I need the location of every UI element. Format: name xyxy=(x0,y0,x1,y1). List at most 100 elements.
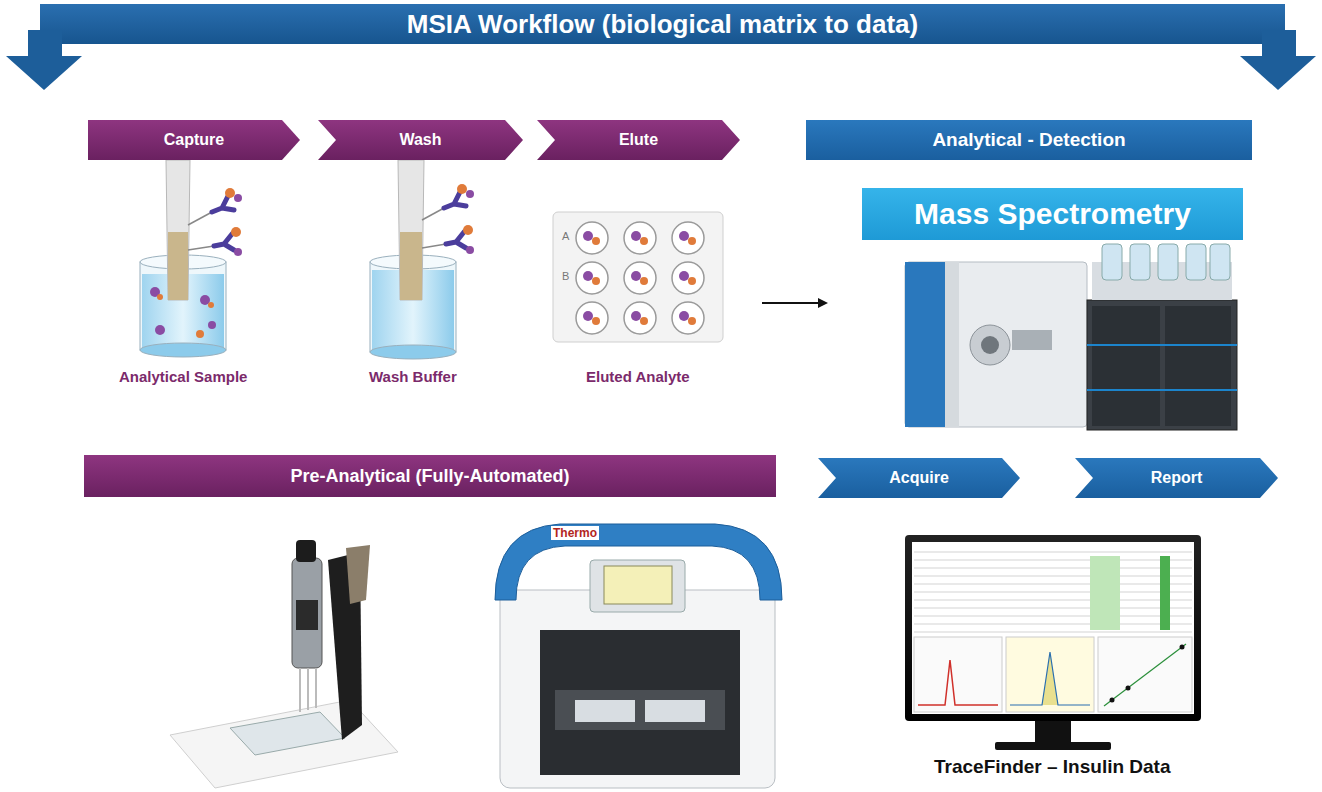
analyte-molecules xyxy=(583,231,696,325)
mass-spectrometer-illustration-part xyxy=(1158,244,1178,280)
software-table xyxy=(914,552,1192,632)
analyte-molecules-part xyxy=(631,271,641,281)
analyte-molecules-part xyxy=(688,237,696,245)
capture-tube-illustration-part xyxy=(212,196,234,212)
capture-tube-illustration-part xyxy=(225,188,235,198)
flow-arrow xyxy=(762,303,826,304)
pipetting-stand-illustration-part xyxy=(292,558,322,668)
pipetting-stand-illustration-part xyxy=(315,668,317,708)
elution-plate-illustration-part xyxy=(553,212,723,342)
section-bar: Pre-Analytical (Fully-Automated) xyxy=(84,455,776,497)
brand-logo: Thermo xyxy=(551,526,599,540)
mass-spectrometer-illustration-part xyxy=(945,262,959,427)
kingfisher-instrument-illustration-part xyxy=(540,630,740,775)
software-table-part xyxy=(914,600,1192,601)
process-chevron: Wash xyxy=(318,120,523,160)
process-chevron-fill xyxy=(318,120,523,160)
analyte-molecules-part xyxy=(688,277,696,285)
capture-tube-illustration-part xyxy=(188,246,214,250)
monitor-illustration xyxy=(905,535,1201,750)
analyte-molecules-part xyxy=(583,231,593,241)
header-banner-part xyxy=(6,56,82,90)
wash-tube-illustration-part xyxy=(446,232,466,248)
wash-tube-illustration-part xyxy=(466,190,474,198)
capture-tube-illustration-part xyxy=(234,194,242,202)
analyte-molecules-part xyxy=(583,271,593,281)
process-chevron-fill xyxy=(818,458,1020,498)
software-table-part xyxy=(914,552,1192,553)
capture-tube-illustration-part xyxy=(188,212,212,225)
capture-tube-illustration-part xyxy=(231,227,241,237)
step-text: Mass Spectrometry xyxy=(914,197,1191,231)
analyte-molecules-part xyxy=(679,271,689,281)
software-table-part xyxy=(914,616,1192,617)
monitor-illustration-part xyxy=(905,535,1201,721)
header-banner-part xyxy=(40,4,1285,44)
kingfisher-instrument-illustration-part xyxy=(645,700,705,722)
header-banner-part xyxy=(1240,56,1316,90)
capture-tube-illustration-part xyxy=(155,325,165,335)
analyte-molecules-part xyxy=(631,231,641,241)
step-text: Acquire xyxy=(889,469,949,487)
section-bar-fill xyxy=(84,455,776,497)
step-text: Wash xyxy=(399,131,441,149)
sample-caption: Wash Buffer xyxy=(369,368,457,385)
kingfisher-instrument-illustration-part xyxy=(575,700,635,722)
screen-caption: TraceFinder – Insulin Data xyxy=(934,756,1171,778)
monitor-illustration-part xyxy=(914,637,1002,712)
wash-tube-illustration-part xyxy=(457,184,467,194)
pipetting-stand-illustration-part xyxy=(230,712,345,755)
analyte-molecules-part xyxy=(679,231,689,241)
software-table-part xyxy=(914,568,1192,569)
monitor-illustration-part xyxy=(1090,556,1120,630)
software-table-part xyxy=(914,576,1192,577)
plate-wells-part xyxy=(672,262,704,294)
software-table-part xyxy=(914,560,1192,561)
plate-row-letter: B xyxy=(560,270,571,282)
mass-spectrometer-illustration-part xyxy=(905,262,1087,427)
wash-tube-illustration-part xyxy=(422,208,444,220)
step-text: Report xyxy=(1151,469,1203,487)
analyte-molecules-part xyxy=(592,237,600,245)
kingfisher-instrument-illustration xyxy=(495,524,782,788)
plate-wells-part xyxy=(576,222,608,254)
analyte-molecules-part xyxy=(631,311,641,321)
analyte-molecules-part xyxy=(679,311,689,321)
mass-spectrometer-illustration-part xyxy=(1186,244,1206,280)
wash-tube-illustration-part xyxy=(463,225,473,235)
analyte-molecules-part xyxy=(583,311,593,321)
capture-tube-illustration xyxy=(140,160,242,357)
mass-spectrometer-illustration-part xyxy=(1210,244,1230,280)
capture-tube-illustration-part xyxy=(208,321,216,329)
software-table-part xyxy=(914,608,1192,609)
mass-spectrometer-illustration-part xyxy=(1102,244,1122,280)
wash-tube-illustration-part xyxy=(466,246,474,254)
mass-spectrometer-illustration-part xyxy=(1012,330,1052,350)
monitor-illustration-part xyxy=(1104,644,1186,706)
mass-spectrometer-illustration-part xyxy=(905,262,945,427)
monitor-illustration-part xyxy=(995,742,1111,750)
step-text: Elute xyxy=(619,131,658,149)
process-chevron-fill xyxy=(88,120,300,160)
header-banner-part xyxy=(28,30,62,58)
sample-caption: Eluted Analyte xyxy=(586,368,690,385)
step-text: Analytical - Detection xyxy=(932,129,1125,151)
wash-tube-illustration-part xyxy=(398,160,424,300)
process-chevron: Acquire xyxy=(818,458,1020,498)
kingfisher-instrument-illustration-part xyxy=(590,560,685,612)
kingfisher-instrument-illustration-part xyxy=(604,566,672,604)
mass-spectrometer-illustration-part xyxy=(1130,244,1150,280)
process-chevron: Capture xyxy=(88,120,300,160)
technique-box: Mass Spectrometry xyxy=(862,188,1243,240)
mass-spectrometer-illustration-part xyxy=(1087,300,1237,430)
mass-spectrometer-illustration-part xyxy=(1165,306,1231,426)
pipetting-stand-illustration xyxy=(170,540,398,788)
mass-spectrometer-illustration-part xyxy=(1087,344,1237,346)
wash-tube-illustration-part xyxy=(422,244,446,248)
plate-wells-part xyxy=(624,222,656,254)
process-chevron-fill xyxy=(537,120,740,160)
sample-caption: Analytical Sample xyxy=(119,368,247,385)
mass-spectrometer-illustration-part xyxy=(1092,306,1160,426)
